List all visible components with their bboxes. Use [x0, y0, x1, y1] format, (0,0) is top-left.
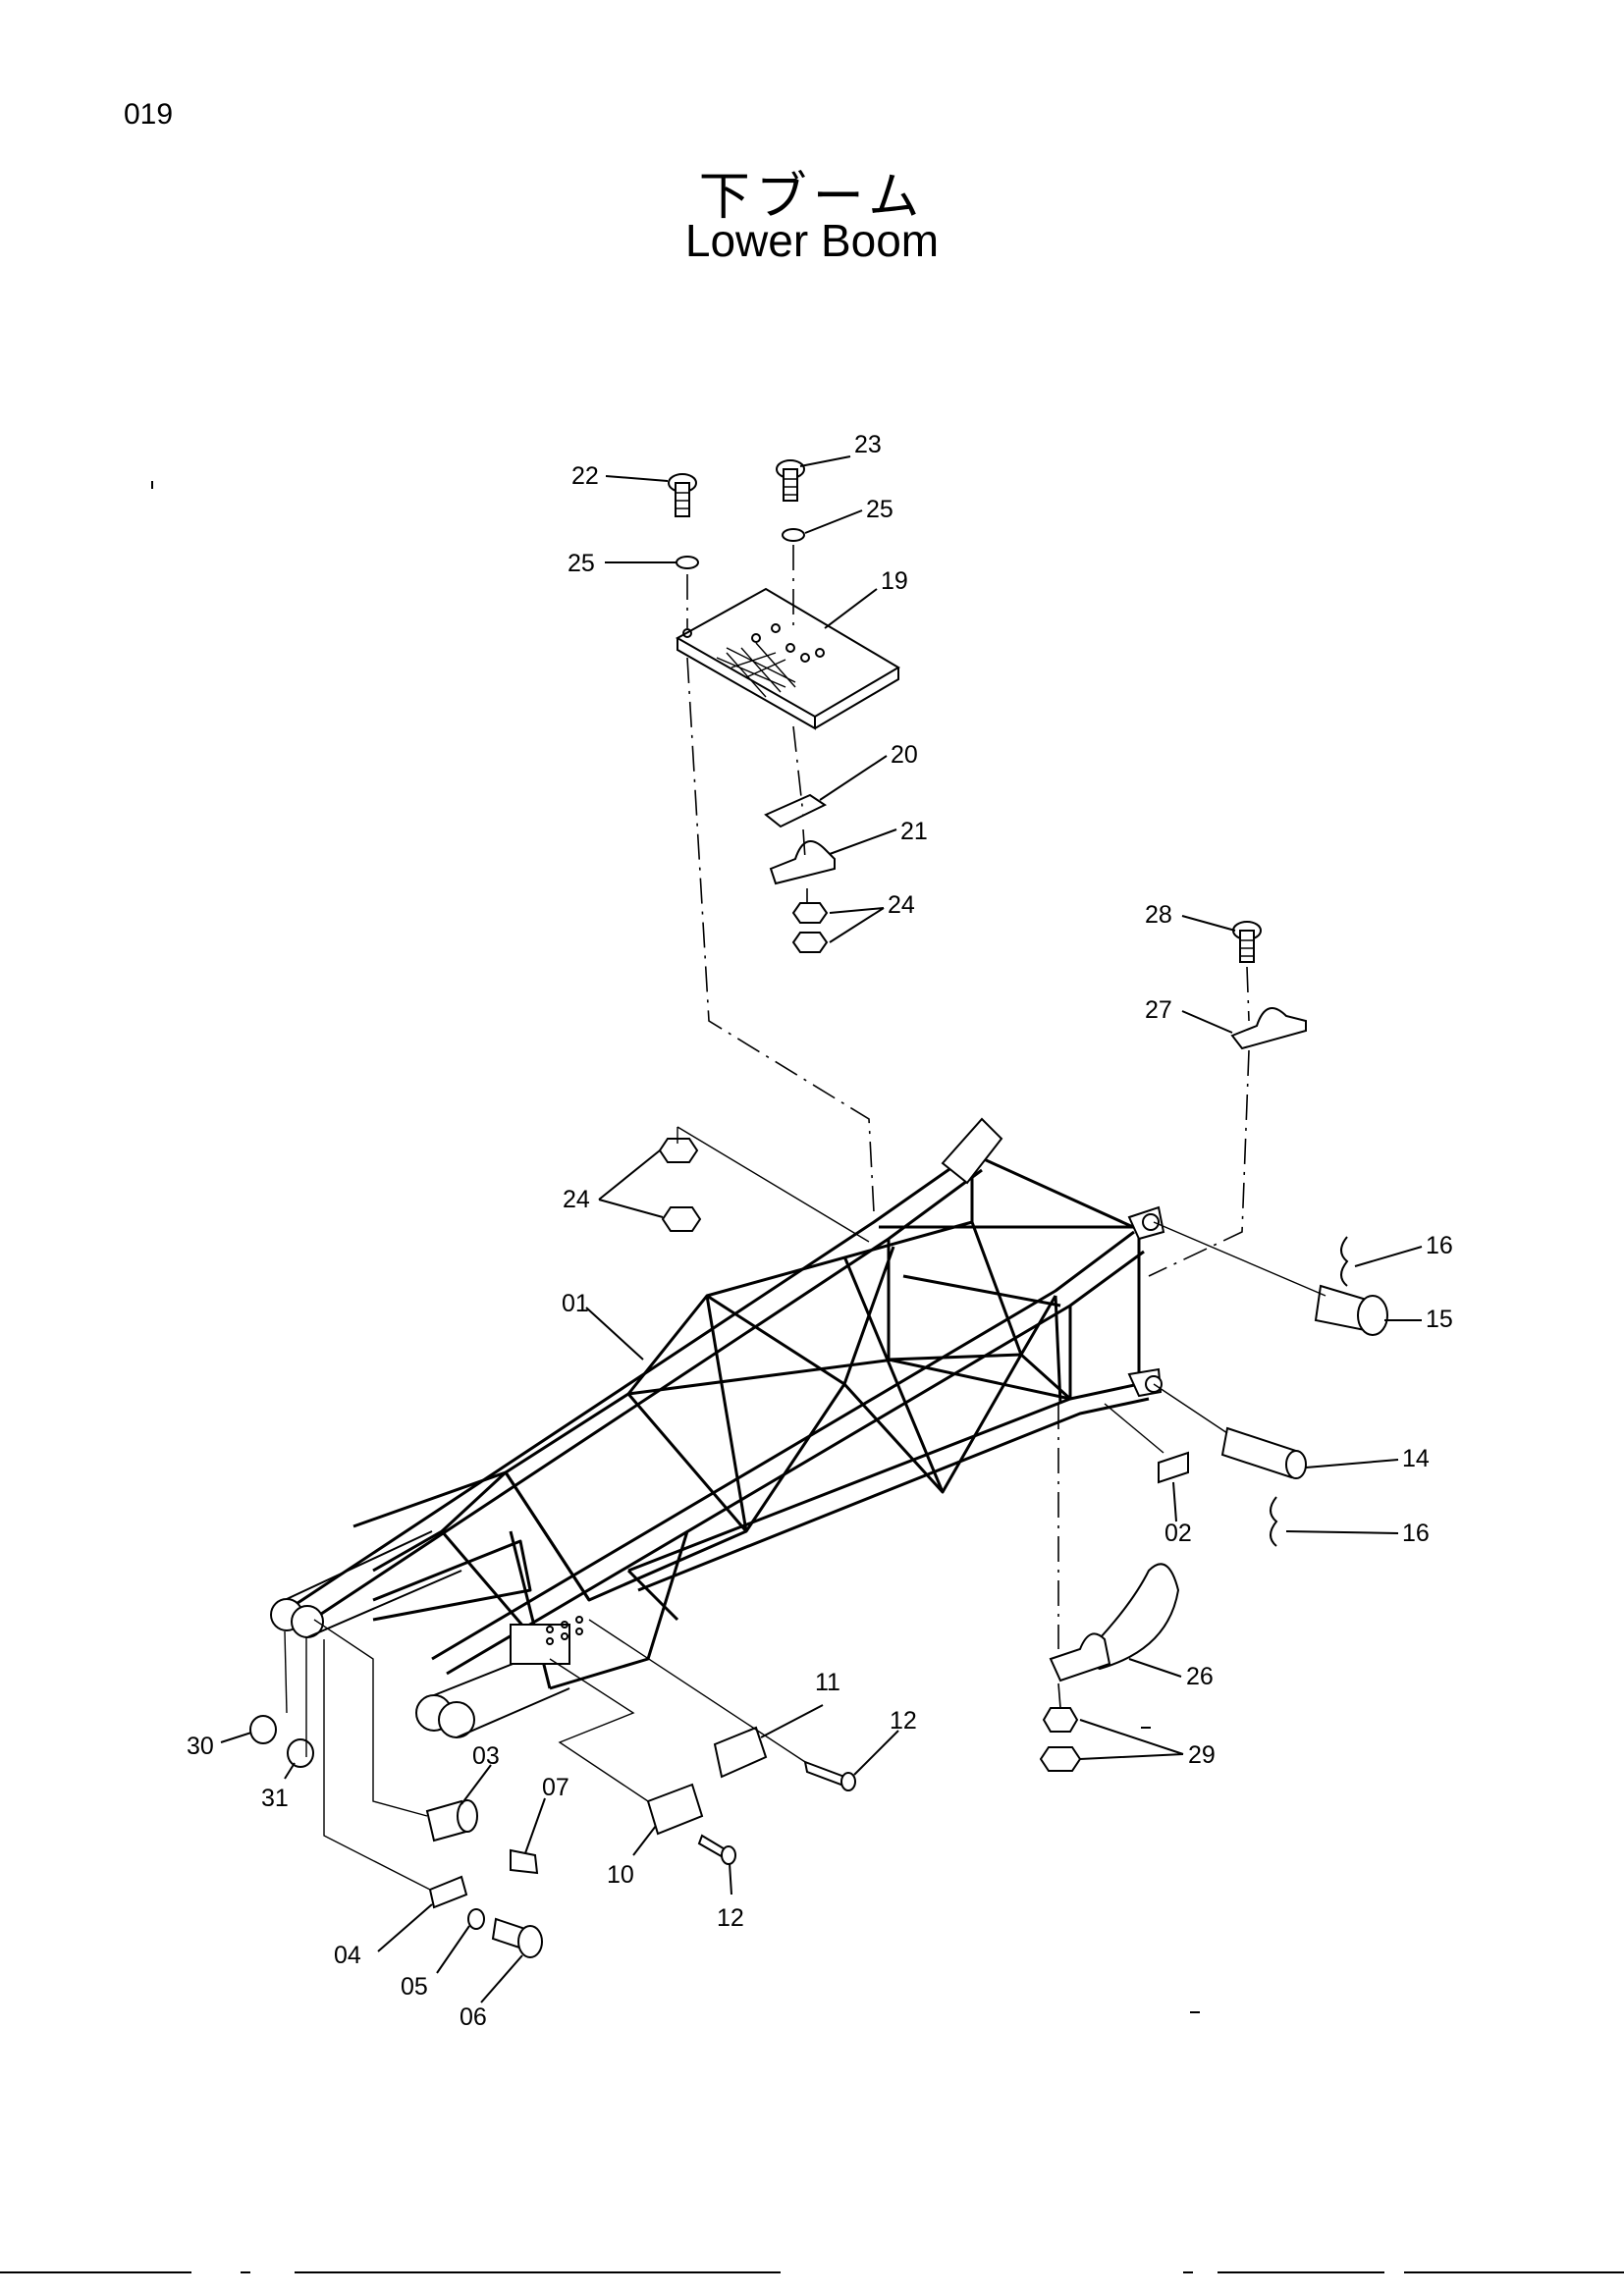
clamp-21 [769, 840, 836, 885]
clamp-27 [1230, 1007, 1307, 1050]
callout-07: 07 [542, 1774, 569, 1801]
footer-rule [1183, 2271, 1193, 2273]
screw-12-upper [803, 1760, 848, 1789]
callout-01: 01 [562, 1290, 589, 1317]
callout-29: 29 [1188, 1741, 1216, 1769]
callout-labels: 22 23 25 25 19 20 21 24 28 27 24 16 01 1… [187, 431, 1453, 2031]
callout-12-upper: 12 [890, 1707, 917, 1735]
lock-plate-04 [428, 1875, 468, 1909]
nut-24-lower [791, 932, 829, 953]
pin-15 [1314, 1284, 1388, 1336]
callout-31: 31 [261, 1785, 289, 1812]
washer-25-right [782, 528, 805, 542]
callout-30: 30 [187, 1733, 214, 1760]
callout-16-upper: 16 [1426, 1232, 1453, 1259]
nut-29-lower [1039, 1746, 1082, 1772]
washer-30 [249, 1715, 277, 1744]
callout-06: 06 [460, 2003, 487, 2031]
washer-05 [467, 1908, 485, 1930]
callout-22: 22 [571, 462, 599, 490]
callout-20: 20 [891, 741, 918, 769]
nut-24-upper [791, 902, 829, 924]
bushing-03 [425, 1799, 478, 1842]
footer-rule [1218, 2271, 1384, 2273]
bolt-23 [776, 459, 805, 502]
callout-15: 15 [1426, 1306, 1453, 1333]
footer-rule [295, 2271, 781, 2273]
callout-02: 02 [1164, 1520, 1192, 1547]
footer-rule [1404, 2271, 1624, 2273]
guard-26 [1049, 1563, 1180, 1682]
bolt-06 [491, 1917, 543, 1958]
pin-14 [1220, 1426, 1307, 1479]
bolt-22 [668, 473, 697, 517]
callout-28: 28 [1145, 901, 1172, 929]
clamp-plate-20 [764, 793, 828, 828]
footer-rule [241, 2271, 250, 2273]
callout-21: 21 [900, 818, 928, 845]
nut-24-frame-lower [661, 1206, 702, 1232]
side-plate-holes [546, 1616, 583, 1645]
callout-24-top: 24 [888, 891, 915, 919]
callout-05: 05 [401, 1973, 428, 2001]
nut-24-frame-upper [658, 1138, 699, 1163]
callout-03: 03 [472, 1742, 500, 1770]
plate-10 [646, 1783, 704, 1836]
assembly-lines [284, 545, 1326, 1891]
callout-19: 19 [881, 567, 908, 595]
callout-26: 26 [1186, 1663, 1214, 1690]
boom-frame [270, 1117, 1165, 1738]
callout-12-lower: 12 [717, 1904, 744, 1932]
name-plate-02 [1158, 1451, 1189, 1484]
callout-14: 14 [1402, 1445, 1430, 1472]
title-english: Lower Boom [684, 215, 940, 266]
washer-31 [287, 1738, 314, 1768]
callout-16-lower: 16 [1402, 1520, 1430, 1547]
nut-29-upper [1042, 1707, 1079, 1733]
callout-25-right: 25 [866, 496, 893, 523]
footer-rule [0, 2271, 191, 2273]
callout-23: 23 [854, 431, 882, 458]
callout-24-frame: 24 [563, 1186, 590, 1213]
clip-16-upper [1340, 1236, 1349, 1287]
callout-11: 11 [815, 1669, 840, 1696]
title-japanese: 下ブーム [698, 168, 926, 227]
leader-lines [220, 455, 1423, 2003]
clip-16-lower [1270, 1496, 1278, 1547]
page-number: 019 [124, 98, 174, 131]
plate-11 [713, 1726, 768, 1779]
washer-25-left [676, 556, 699, 569]
callout-10: 10 [607, 1861, 634, 1889]
callout-04: 04 [334, 1942, 361, 1969]
platform-plate [675, 587, 900, 730]
callout-25-left: 25 [568, 550, 595, 577]
bolt-28 [1232, 921, 1262, 963]
grease-fitting-07 [510, 1848, 539, 1875]
callout-27: 27 [1145, 996, 1172, 1024]
